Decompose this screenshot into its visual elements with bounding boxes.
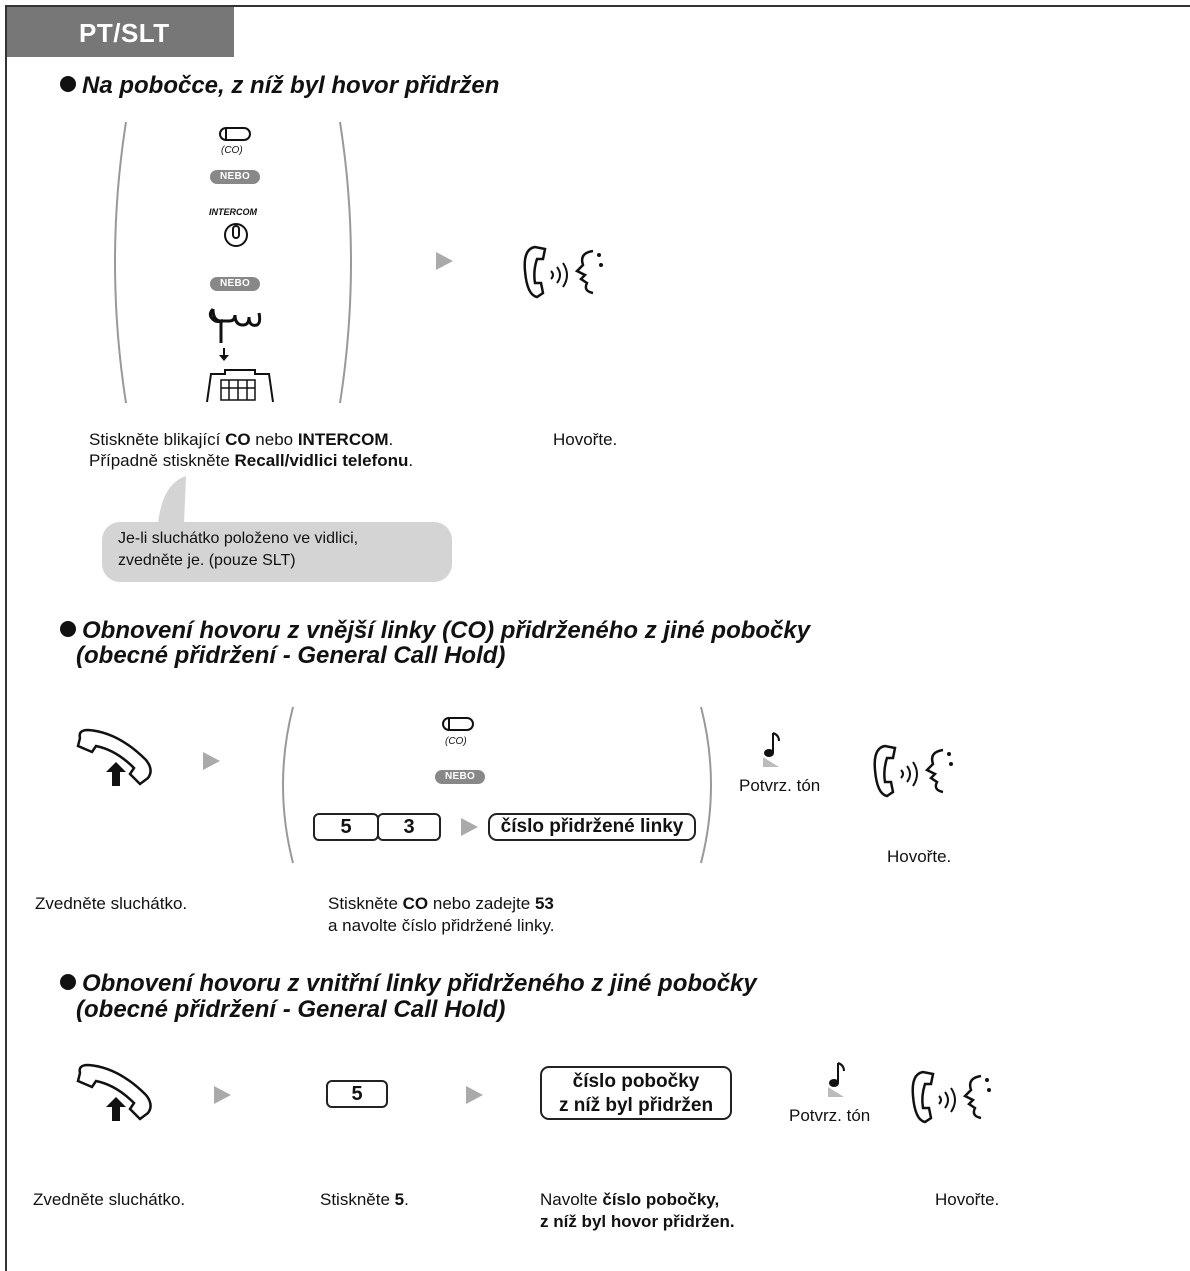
press-5-caption: Stiskněte 5. [320,1190,409,1209]
talk-icon [873,744,953,798]
talk-caption: Hovořte. [887,847,952,866]
talk-caption: Hovořte. [935,1190,1000,1209]
held-line-number-box: číslo přidržené linky [488,813,696,841]
next-step-arrow [203,752,220,770]
bullet-icon [60,76,76,92]
dial-held-line-caption: a navolte číslo přidržené linky. [328,916,555,935]
confirmation-tone-icon [763,732,780,767]
confirm-tone-label: Potvrz. tón [739,776,821,795]
section1-heading-text: Na pobočce, z níž byl hovor přidržen [82,72,500,99]
frame-left-border [5,5,7,1271]
press-co-or-53-caption: Stiskněte CO nebo zadejte 53 [328,894,554,913]
offhook-caption: Zvedněte sluchátko. [35,894,188,913]
confirm-tone-label: Potvrz. tón [789,1106,871,1125]
co-button-icon [219,127,251,141]
next-step-arrow [214,1086,231,1104]
section1-heading: Na pobočce, z níž byl hovor přidržen [60,73,499,98]
confirmation-tone-icon [828,1062,845,1097]
right-parenthesis [339,121,352,404]
left-parenthesis [114,121,127,404]
dial-key-5: 5 [313,813,379,841]
right-parenthesis [700,706,712,864]
offhook-caption: Zvedněte sluchátko. [33,1190,186,1209]
talk-icon [911,1070,991,1124]
section3-heading: Obnovení hovoru z vnitřní linky přidržen… [60,971,757,996]
press-hand-icon [208,307,262,343]
section2-heading: Obnovení hovoru z vnější linky (CO) přid… [60,618,810,643]
dial-key-3: 3 [377,813,441,841]
left-parenthesis [282,706,294,864]
next-step-arrow [466,1086,483,1104]
dial-extension-caption-line2: z níž byl hovor přidržen. [540,1212,735,1231]
press-co-caption: Stiskněte blikající CO nebo INTERCOM. [89,430,394,449]
note-bubble [102,522,452,582]
offhook-handset-icon [76,728,152,786]
press-recall-caption: Případně stiskněte Recall/vidlici telefo… [89,451,414,470]
co-label: (CO) [445,736,467,747]
down-arrow-icon [219,348,229,361]
note-bubble-text: Je-li sluchátko položeno ve vidlici,zved… [118,530,359,569]
nebo-badge: NEBO [435,770,485,784]
intercom-button-icon [224,223,248,247]
hook-switch-icon [206,369,274,403]
bubble-tail [158,476,186,524]
talk-caption: Hovořte. [553,430,618,449]
dial-key-5: 5 [326,1080,388,1108]
co-button-icon [442,717,474,731]
bullet-icon [60,621,76,637]
next-step-arrow [436,252,453,270]
nebo-badge: NEBO [210,277,260,291]
next-step-arrow [461,818,478,836]
frame-top-border [5,5,1190,7]
co-label: (CO) [221,145,243,156]
dial-extension-caption: Navolte číslo pobočky, [540,1190,720,1209]
intercom-label: INTERCOM [209,207,257,217]
section3-heading-line2: (obecné přidržení - General Call Hold) [76,996,506,1023]
offhook-handset-icon [76,1063,152,1121]
bullet-icon [60,974,76,990]
nebo-badge: NEBO [210,170,260,184]
talk-icon [523,245,603,299]
section-tab: PT/SLT [7,7,234,57]
section2-heading-line2: (obecné přidržení - General Call Hold) [76,642,506,669]
